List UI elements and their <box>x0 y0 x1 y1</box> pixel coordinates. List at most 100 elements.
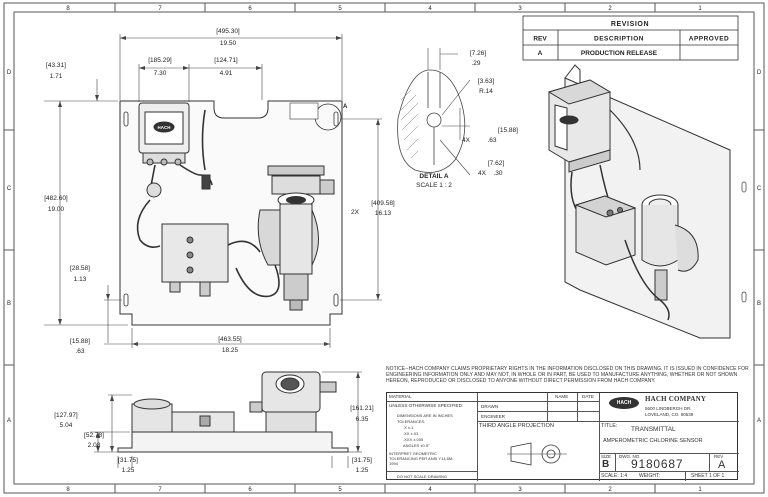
tb-sheet: SHEET 1 OF 1 <box>691 473 725 479</box>
tb-address-2: LOVELAND, CO. 80539 <box>645 412 694 417</box>
iso-mount-slot-1 <box>741 181 747 193</box>
dim-top-gap-in: 4.91 <box>220 70 233 77</box>
revision-header-approved: APPROVED <box>689 36 729 43</box>
zone-bottom-5: 5 <box>338 487 342 493</box>
title-block: MATERIAL UNLESS OTHERWISE SPECIFIED: DIM… <box>386 392 739 481</box>
revision-table: REVISION REV DESCRIPTION APPROVED A PROD… <box>522 15 739 61</box>
label-plate <box>289 102 319 120</box>
enclosure-logo: HACH <box>158 125 171 130</box>
detail-dim-a-in: .29 <box>471 60 480 67</box>
zone-right-D: D <box>757 70 762 76</box>
dim-base-width-in: 18.25 <box>222 347 239 354</box>
dim-enclosure-in: 7.30 <box>154 70 167 77</box>
side-dim-foot-left-in: 1.25 <box>122 467 135 474</box>
dim-bottom-left-in: .63 <box>75 348 84 355</box>
controller-enclosure <box>138 102 190 166</box>
tb-dwg-no-label: DWG. NO. <box>619 454 641 459</box>
iso-cable-3 <box>609 109 641 171</box>
tb-title-label: TITLE: <box>601 423 618 429</box>
sheet-border <box>3 2 765 494</box>
zone-top-8: 8 <box>66 6 70 12</box>
side-dim-left-mid-mm: [52.78] <box>84 432 104 439</box>
zone-bottom-7: 7 <box>158 487 162 493</box>
isometric-view <box>547 64 747 339</box>
tb-tol-row-2: .XX ±.03 <box>403 431 419 436</box>
dim-overall-width-in: 19.50 <box>220 40 237 47</box>
tb-size: B <box>602 459 610 470</box>
zone-left-C: C <box>7 186 12 192</box>
dim-enclosure-mm: [185.29] <box>148 57 172 64</box>
zone-top-7: 7 <box>158 6 162 12</box>
tb-scale: SCALE: 1:4 <box>601 473 628 479</box>
revision-row-description: PRODUCTION RELEASE <box>581 50 658 57</box>
dim-hole-spacing-prefix: 2X <box>351 209 360 216</box>
tb-dwg-no: 9180687 <box>631 457 684 471</box>
zone-top-2: 2 <box>608 6 612 12</box>
cable-grommet <box>146 182 162 198</box>
iso-enclosure <box>547 79 612 173</box>
iso-sensor <box>624 194 699 321</box>
side-dim-left-mid-in: 2.08 <box>88 442 101 449</box>
zone-right-A: A <box>757 418 761 424</box>
zone-bottom-1: 1 <box>698 487 702 493</box>
tb-third-angle: THIRD ANGLE PROJECTION <box>479 423 554 429</box>
flow-block <box>161 223 229 297</box>
side-dim-foot-right-in: 1.25 <box>356 467 369 474</box>
side-view: [161.21] 6.35 [127.97] 5.04 [52.78] 2.08… <box>54 371 374 474</box>
projection-symbol <box>507 441 567 467</box>
revision-title: REVISION <box>611 21 649 28</box>
tb-weight: WEIGHT: <box>639 473 660 479</box>
tb-address-1: 5600 LINDBERGH DR. <box>645 406 692 411</box>
front-dimension-text: [495.30] 19.50 [185.29] 7.30 [124.71] 4.… <box>44 28 395 355</box>
zone-left-D: D <box>7 70 12 76</box>
dim-top-gap-mm: [124.71] <box>214 57 238 64</box>
zone-left-B: B <box>7 301 11 307</box>
detail-dim-b-mm: [3.63] <box>478 78 494 85</box>
dim-hole-spacing-in: 16.13 <box>375 210 392 217</box>
tb-name: NAME <box>555 394 569 399</box>
notice-text: NOTICE--HACH COMPANY CLAIMS PROPRIETARY … <box>386 366 749 384</box>
tb-tol-row-1: .X ±.1 <box>403 425 414 430</box>
detail-dim-a-mm: [7.26] <box>470 50 486 57</box>
detail-callout-letter: A <box>343 104 348 110</box>
tb-title-line-1: TRANSMITTAL <box>631 426 676 433</box>
zone-right-B: B <box>757 301 761 307</box>
detail-dim-d-mm: [7.62] <box>488 160 504 167</box>
dim-lower-hole-in: 1.13 <box>74 276 87 283</box>
detail-label: DETAIL A <box>419 173 448 180</box>
tb-rev-label: REV <box>714 454 724 459</box>
side-dim-foot-left-mm: [31.75] <box>118 457 138 464</box>
side-dim-left-total-in: 5.04 <box>60 422 73 429</box>
zone-top-6: 6 <box>248 6 252 12</box>
dim-height-in: 19.00 <box>48 206 65 213</box>
zone-top-3: 3 <box>518 6 522 12</box>
detail-scale: SCALE 1 : 2 <box>416 182 452 189</box>
zone-top-1: 1 <box>698 6 702 12</box>
side-dim-foot-right-mm: [31.75] <box>352 457 372 464</box>
detail-dim-c-mm: [15.88] <box>498 127 518 134</box>
dim-bottom-left-mm: [15.88] <box>70 338 90 345</box>
tb-unless: UNLESS OTHERWISE SPECIFIED: <box>389 403 464 408</box>
tb-tol-row-3: .XXX ±.005 <box>403 437 424 442</box>
side-base <box>117 431 349 453</box>
connector-small <box>201 174 211 190</box>
detail-dim-c-in: .63 <box>487 137 496 144</box>
dim-lower-hole-mm: [28.58] <box>70 265 90 272</box>
tb-title-line-2: AMPEROMETRIC CHLORINE SENSOR <box>603 438 703 444</box>
dim-overall-width-mm: [495.30] <box>216 28 240 35</box>
revision-header-description: DESCRIPTION <box>594 36 644 43</box>
detail-hatch <box>400 89 419 159</box>
company-logo-text: HACH <box>616 400 632 406</box>
front-view: A HACH <box>44 28 395 355</box>
iso-mount-slot-2 <box>741 291 747 303</box>
sensor-logo-badge <box>286 196 306 204</box>
zone-bottom-8: 8 <box>66 487 70 493</box>
detail-dim-d-prefix: 4X <box>478 170 487 177</box>
dim-base-width-mm: [463.55] <box>218 336 242 343</box>
zone-labels: 8 7 6 5 4 3 2 1 8 7 6 5 4 3 2 1 D C B A … <box>7 6 762 493</box>
side-dim-height-mm: [161.21] <box>350 405 374 412</box>
side-dim-left-total-mm: [127.97] <box>54 412 78 419</box>
tb-drawn: DRAWN <box>481 404 499 409</box>
tb-tol-row-4: ANGLES ±0.5° <box>403 443 430 448</box>
